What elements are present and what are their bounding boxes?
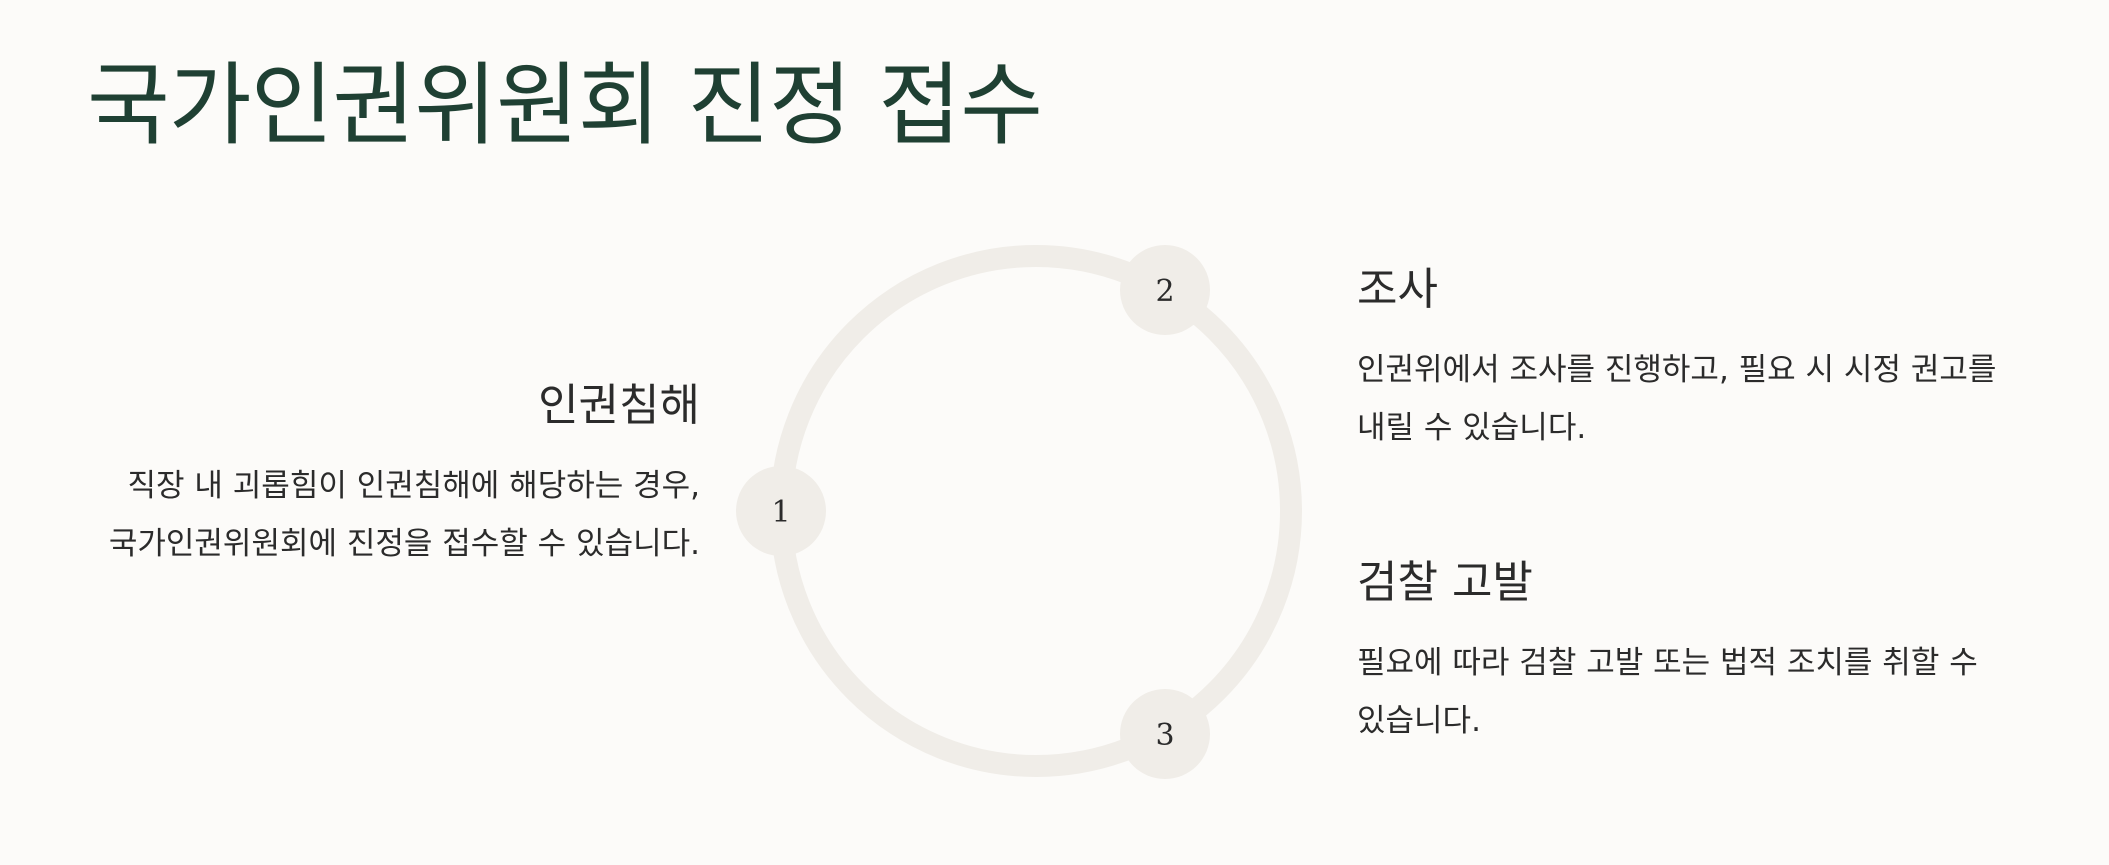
step-1-text: 인권침해 직장 내 괴롭힘이 인권침해에 해당하는 경우, 국가인권위원회에 진… xyxy=(100,380,700,573)
step-1-title: 인권침해 xyxy=(538,380,700,431)
step-node-2-number: 2 xyxy=(1155,274,1174,309)
cycle-ring xyxy=(770,245,1302,777)
step-3-description: 필요에 따라 검찰 고발 또는 법적 조치를 취할 수 있습니다. xyxy=(1357,644,1978,739)
step-node-2-circle xyxy=(1120,245,1210,335)
step-2-title: 조사 xyxy=(1357,264,1438,315)
step-3-title: 검찰 고발 xyxy=(1357,557,1533,608)
page-title: 국가인권위원회 진정 접수 xyxy=(87,53,1043,158)
step-1-description: 직장 내 괴롭힘이 인권침해에 해당하는 경우, 국가인권위원회에 진정을 접수… xyxy=(108,467,700,562)
step-2-text: 조사 인권위에서 조사를 진행하고, 필요 시 시정 권고를 내릴 수 있습니다… xyxy=(1357,264,1997,457)
step-node-3-number: 3 xyxy=(1155,718,1174,753)
step-node-1-circle xyxy=(736,466,826,556)
step-node-1-number: 1 xyxy=(771,495,790,530)
step-node-3-circle xyxy=(1120,689,1210,779)
step-node-3: 3 xyxy=(1120,689,1210,779)
step-2-description: 인권위에서 조사를 진행하고, 필요 시 시정 권고를 내릴 수 있습니다. xyxy=(1357,351,1997,446)
step-3-text: 검찰 고발 필요에 따라 검찰 고발 또는 법적 조치를 취할 수 있습니다. xyxy=(1357,557,1997,750)
step-node-2: 2 xyxy=(1120,245,1210,335)
step-node-1: 1 xyxy=(736,466,826,556)
